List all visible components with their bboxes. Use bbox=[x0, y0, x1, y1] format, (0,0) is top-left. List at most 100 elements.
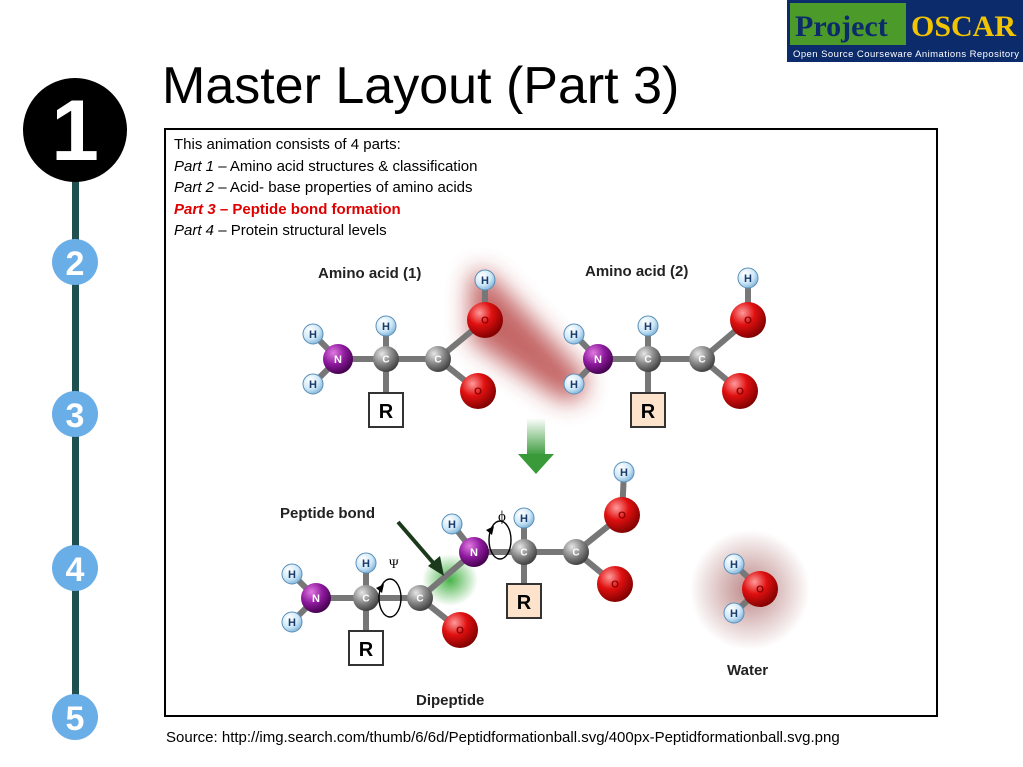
atom-c: C bbox=[511, 539, 537, 565]
atom-h: H bbox=[723, 553, 745, 575]
svg-text:R: R bbox=[641, 401, 656, 423]
svg-text:C: C bbox=[572, 548, 579, 559]
svg-text:C: C bbox=[382, 355, 389, 366]
atom-c: C bbox=[425, 346, 451, 372]
step-5-button[interactable]: 5 bbox=[52, 694, 98, 740]
atom-h: H bbox=[302, 373, 324, 395]
atom-h: H bbox=[441, 513, 463, 535]
label-amino-acid-2: Amino acid (2) bbox=[585, 263, 688, 280]
svg-text:H: H bbox=[620, 467, 628, 479]
svg-text:1: 1 bbox=[51, 83, 99, 179]
svg-text:N: N bbox=[312, 593, 320, 605]
svg-text:H: H bbox=[288, 569, 296, 581]
atom-n: N bbox=[459, 537, 489, 567]
source-citation: Source: http://img.search.com/thumb/6/6d… bbox=[166, 729, 840, 746]
atom-o: O bbox=[467, 302, 503, 338]
step-2-button[interactable]: 2 bbox=[52, 239, 98, 285]
slide-title: Master Layout (Part 3) bbox=[162, 57, 680, 115]
atom-c: C bbox=[407, 585, 433, 611]
atom-h: H bbox=[723, 602, 745, 624]
svg-text:C: C bbox=[416, 594, 423, 605]
r-group-box: R bbox=[506, 583, 542, 619]
svg-text:N: N bbox=[470, 547, 478, 559]
svg-text:O: O bbox=[474, 387, 482, 398]
label-water: Water bbox=[727, 662, 768, 679]
part-description: This animation consists of 4 parts: Part… bbox=[174, 134, 477, 242]
label-phi: ϕ bbox=[498, 509, 506, 525]
svg-text:4: 4 bbox=[66, 551, 85, 589]
part-4-line: Part 4 – Protein structural levels bbox=[174, 222, 387, 239]
svg-text:3: 3 bbox=[66, 397, 85, 435]
svg-text:R: R bbox=[379, 401, 394, 423]
atom-h: H bbox=[513, 507, 535, 529]
atom-n: N bbox=[301, 583, 331, 613]
svg-text:H: H bbox=[448, 519, 456, 531]
svg-text:Open Source Courseware Animati: Open Source Courseware Animations Reposi… bbox=[793, 49, 1019, 60]
atom-h: H bbox=[302, 323, 324, 345]
peptide-bond-pointer bbox=[396, 520, 444, 576]
step-1-button[interactable]: 1 bbox=[23, 78, 127, 182]
atom-o: O bbox=[597, 566, 633, 602]
atom-o: O bbox=[730, 302, 766, 338]
atom-o: O bbox=[604, 497, 640, 533]
svg-text:5: 5 bbox=[66, 700, 85, 738]
content-frame bbox=[164, 128, 938, 717]
atom-h: H bbox=[355, 552, 377, 574]
svg-text:H: H bbox=[481, 275, 489, 287]
svg-text:H: H bbox=[730, 559, 738, 571]
svg-text:C: C bbox=[434, 355, 441, 366]
part-3-line: Part 3 – Peptide bond formation bbox=[174, 200, 401, 218]
rotation-arrows bbox=[378, 520, 512, 618]
svg-text:Project: Project bbox=[795, 10, 888, 43]
label-psi: Ψ bbox=[389, 556, 399, 571]
svg-text:H: H bbox=[362, 558, 370, 570]
svg-text:O: O bbox=[618, 511, 626, 522]
step-navigation: 1 2 3 4 5 bbox=[23, 78, 127, 740]
svg-text:H: H bbox=[744, 273, 752, 285]
atom-h: H bbox=[563, 323, 585, 345]
r-group-box: R bbox=[348, 630, 384, 666]
atom-o: O bbox=[722, 373, 758, 409]
svg-text:C: C bbox=[362, 594, 369, 605]
r-group-box: R bbox=[368, 392, 404, 428]
svg-text:C: C bbox=[644, 355, 651, 366]
atom-o: O bbox=[442, 612, 478, 648]
step-4-button[interactable]: 4 bbox=[52, 545, 98, 591]
svg-text:O: O bbox=[756, 585, 764, 596]
atom-n: N bbox=[583, 344, 613, 374]
svg-text:H: H bbox=[730, 608, 738, 620]
svg-text:OSCAR: OSCAR bbox=[911, 10, 1016, 43]
label-peptide-bond: Peptide bond bbox=[280, 505, 375, 522]
svg-text:O: O bbox=[456, 626, 464, 637]
atom-h: H bbox=[375, 315, 397, 337]
atom-h: H bbox=[737, 267, 759, 289]
atom-h: H bbox=[637, 315, 659, 337]
svg-text:H: H bbox=[382, 321, 390, 333]
svg-text:N: N bbox=[594, 354, 602, 366]
svg-text:O: O bbox=[744, 316, 752, 327]
svg-text:C: C bbox=[520, 548, 527, 559]
atom-h: H bbox=[281, 611, 303, 633]
atom-h: H bbox=[563, 373, 585, 395]
label-dipeptide: Dipeptide bbox=[416, 692, 484, 709]
atom-h: H bbox=[474, 269, 496, 291]
atom-h: H bbox=[281, 563, 303, 585]
atom-o: O bbox=[742, 571, 778, 607]
atom-n: N bbox=[323, 344, 353, 374]
r-group-box: R bbox=[630, 392, 666, 428]
svg-text:H: H bbox=[309, 329, 317, 341]
project-oscar-logo: Project OSCAR Open Source Courseware Ani… bbox=[787, 0, 1023, 62]
label-amino-acid-1: Amino acid (1) bbox=[318, 265, 421, 282]
svg-text:C: C bbox=[698, 355, 705, 366]
step-3-button[interactable]: 3 bbox=[52, 391, 98, 437]
svg-text:R: R bbox=[517, 592, 532, 614]
svg-text:R: R bbox=[359, 639, 374, 661]
svg-text:2: 2 bbox=[66, 245, 85, 283]
svg-text:O: O bbox=[611, 580, 619, 591]
svg-text:H: H bbox=[288, 617, 296, 629]
reaction-arrow bbox=[518, 418, 554, 474]
svg-text:H: H bbox=[520, 513, 528, 525]
svg-text:H: H bbox=[570, 329, 578, 341]
svg-text:N: N bbox=[334, 354, 342, 366]
